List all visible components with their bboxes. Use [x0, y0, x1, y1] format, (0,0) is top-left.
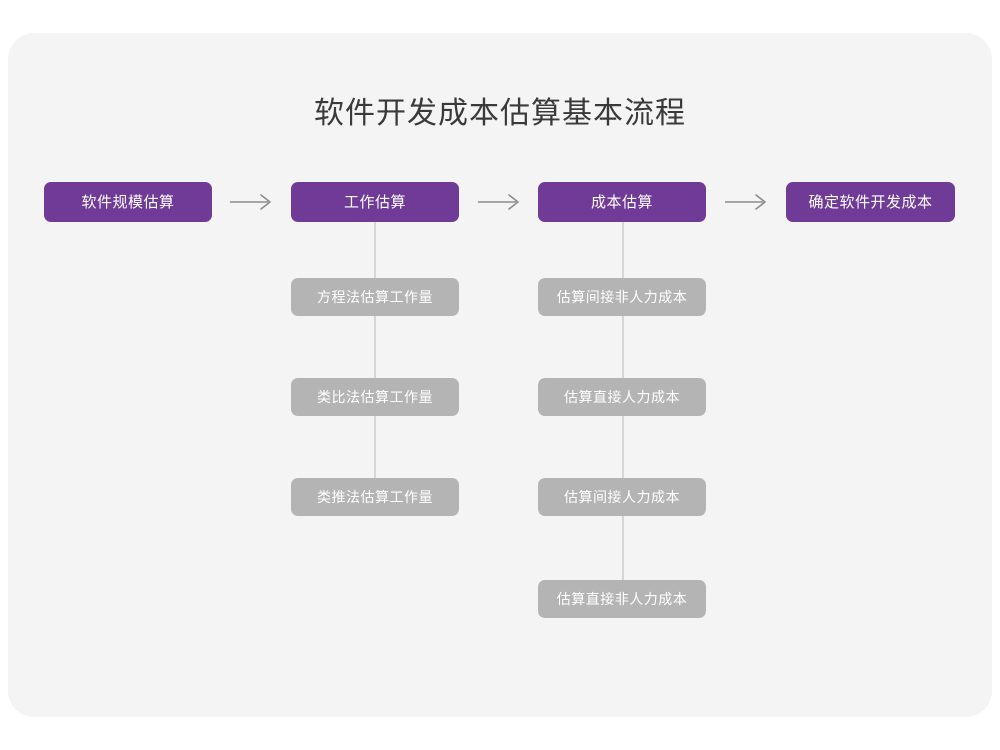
arrow-right-icon-3: [725, 194, 766, 210]
substep-node-3-2[interactable]: 估算直接人力成本: [538, 378, 706, 416]
diagram-card: [8, 33, 992, 717]
substep-node-3-1-label: 估算间接非人力成本: [556, 289, 688, 305]
arrow-right-icon-1: [230, 194, 271, 210]
stage-node-2[interactable]: 工作估算: [291, 182, 459, 222]
stage-node-3-label: 成本估算: [590, 193, 653, 211]
substep-node-3-1[interactable]: 估算间接非人力成本: [538, 278, 706, 316]
stage-node-2-label: 工作估算: [343, 193, 406, 211]
stage-node-4[interactable]: 确定软件开发成本: [786, 182, 955, 222]
substep-node-3-4[interactable]: 估算直接非人力成本: [538, 580, 706, 618]
substep-node-2-2-label: 类比法估算工作量: [317, 389, 433, 405]
substep-node-2-1-label: 方程法估算工作量: [317, 289, 433, 305]
substep-node-2-2[interactable]: 类比法估算工作量: [291, 378, 459, 416]
substep-node-2-3-label: 类推法估算工作量: [317, 489, 433, 505]
stage-node-3[interactable]: 成本估算: [538, 182, 706, 222]
substep-node-3-3-label: 估算间接人力成本: [564, 489, 680, 505]
connector-line-stage-2: [374, 222, 376, 480]
substep-node-2-1[interactable]: 方程法估算工作量: [291, 278, 459, 316]
stage-node-1[interactable]: 软件规模估算: [44, 182, 212, 222]
stage-node-1-label: 软件规模估算: [81, 193, 175, 211]
page-title: 软件开发成本估算基本流程: [314, 97, 686, 130]
substep-node-3-3[interactable]: 估算间接人力成本: [538, 478, 706, 516]
arrow-right-icon-2: [478, 194, 519, 210]
substep-node-3-4-label: 估算直接非人力成本: [556, 591, 688, 607]
stage-node-4-label: 确定软件开发成本: [808, 193, 933, 211]
substep-node-3-2-label: 估算直接人力成本: [564, 389, 680, 405]
substep-node-2-3[interactable]: 类推法估算工作量: [291, 478, 459, 516]
